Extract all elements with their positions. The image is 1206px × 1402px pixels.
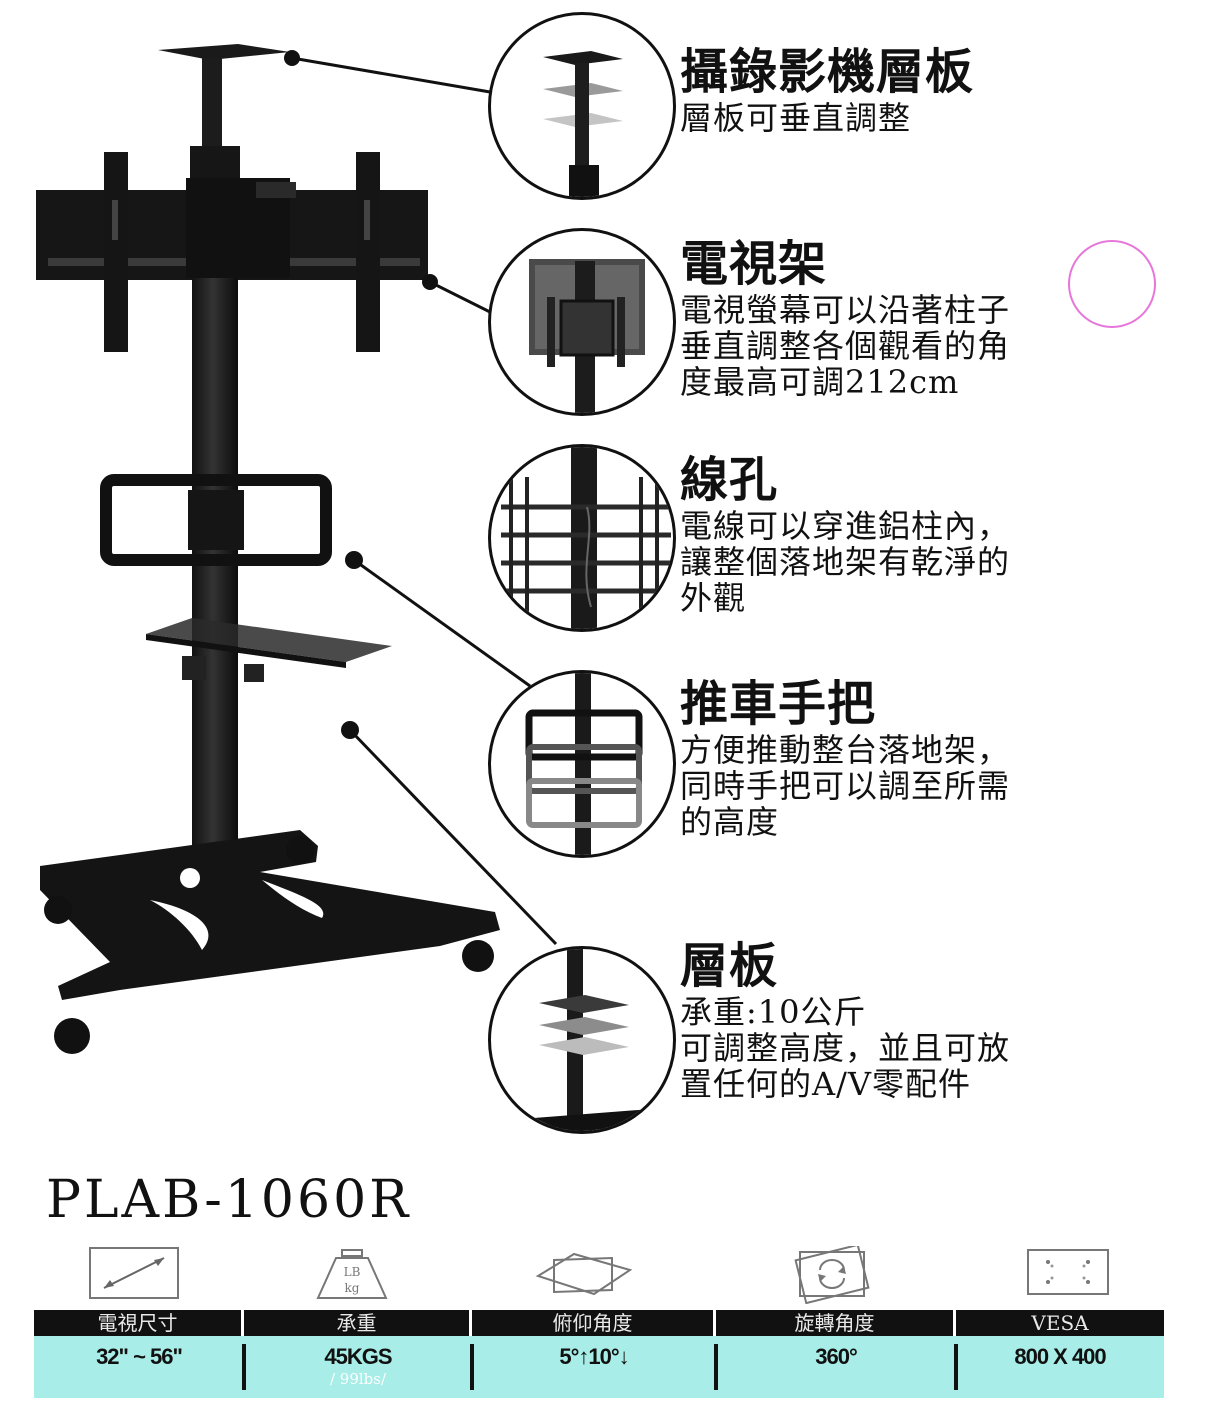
feature-title: 層板: [680, 938, 779, 994]
weight-icon: LB kg: [316, 1249, 388, 1299]
vesa-icon: [1027, 1249, 1109, 1295]
feature-title: 推車手把: [680, 676, 877, 732]
feature-description-line: 置任何的A/V零配件: [680, 1065, 972, 1103]
shelf-detail-image: [488, 946, 676, 1134]
screen-size-icon: [89, 1247, 179, 1299]
spec-cell-rotation: 360°: [716, 1336, 956, 1398]
feature-tv-mount: 電視架 電視螢幕可以沿著柱子 垂直調整各個觀看的角 度最高可調212cm: [680, 236, 1080, 400]
spec-divider: [470, 1344, 474, 1390]
tv-stand-illustration: [36, 44, 500, 1054]
spec-divider: [714, 1344, 718, 1390]
feature-title: 線孔: [680, 452, 779, 508]
feature-title: 攝錄影機層板: [680, 44, 975, 100]
feature-description-line: 承重:10公斤: [680, 993, 867, 1031]
spec-value-tilt: 5°↑10°↓: [559, 1344, 629, 1369]
rotation-icon: [794, 1246, 870, 1304]
weight-icon-text-top: LB: [344, 1265, 361, 1279]
feature-description-line: 度最高可調212cm: [680, 363, 960, 401]
spec-header-tv-size: 電視尺寸: [34, 1310, 244, 1336]
spec-cell-load: 45KGS / 99lbs/: [244, 1336, 472, 1398]
spec-value-vesa: 800 X 400: [1014, 1344, 1106, 1369]
spec-divider: [242, 1344, 246, 1390]
spec-value-rotation: 360°: [815, 1344, 858, 1369]
cable-hole-detail-image: [488, 444, 676, 632]
spec-value-row: 32" ~ 56" 45KGS / 99lbs/ 5°↑10°↓ 360° 80…: [34, 1336, 1164, 1398]
spec-cell-vesa: 800 X 400: [956, 1336, 1164, 1398]
feature-description-line: 電線可以穿進鋁柱內，: [680, 507, 1011, 545]
spec-header-load: 承重: [244, 1310, 472, 1336]
feature-description-line: 可調整高度，並且可放: [680, 1029, 1011, 1067]
feature-description-line: 電視螢幕可以沿著柱子: [680, 291, 1011, 329]
handle-detail-image: [488, 670, 676, 858]
feature-description-line: 垂直調整各個觀看的角: [680, 327, 1011, 365]
spec-value-load-lbs: / 99lbs/: [329, 1370, 387, 1388]
spec-header-row: 電視尺寸 承重 俯仰角度 旋轉角度 VESA: [34, 1310, 1164, 1336]
tilt-angle-icon: [535, 1252, 633, 1296]
feature-description-line: 外觀: [680, 579, 747, 617]
feature-description-line: 同時手把可以調至所需: [680, 767, 1011, 805]
feature-description-line: 層板可垂直調整: [680, 99, 912, 137]
feature-description-line: 方便推動整台落地架，: [680, 731, 1011, 769]
feature-camera-shelf: 攝錄影機層板 層板可垂直調整: [680, 44, 1080, 136]
spec-cell-tilt: 5°↑10°↓: [472, 1336, 716, 1398]
pink-circle-mark: [1068, 240, 1156, 328]
tv-mount-detail-image: [488, 228, 676, 416]
feature-cart-handle: 推車手把 方便推動整台落地架， 同時手把可以調至所需 的高度: [680, 676, 1080, 840]
feature-title: 電視架: [680, 236, 828, 292]
spec-cell-tv-size: 32" ~ 56": [34, 1336, 244, 1398]
feature-cable-hole: 線孔 電線可以穿進鋁柱內， 讓整個落地架有乾淨的 外觀: [680, 452, 1080, 616]
spec-value-tv-size: 32" ~ 56": [96, 1344, 183, 1369]
feature-description-line: 的高度: [680, 803, 780, 841]
feature-description-line: 讓整個落地架有乾淨的: [680, 543, 1011, 581]
camera-shelf-detail-image: [488, 12, 676, 200]
spec-divider: [954, 1344, 958, 1390]
spec-header-vesa: VESA: [1031, 1311, 1089, 1335]
model-number: PLAB-1060R: [46, 1170, 412, 1230]
spec-value-load: 45KGS: [324, 1344, 392, 1369]
weight-icon-text-bottom: kg: [345, 1281, 360, 1295]
spec-header-rotation: 旋轉角度: [716, 1310, 956, 1336]
feature-shelf: 層板 承重:10公斤 可調整高度，並且可放 置任何的A/V零配件: [680, 938, 1080, 1102]
spec-header-tilt: 俯仰角度: [472, 1310, 716, 1336]
